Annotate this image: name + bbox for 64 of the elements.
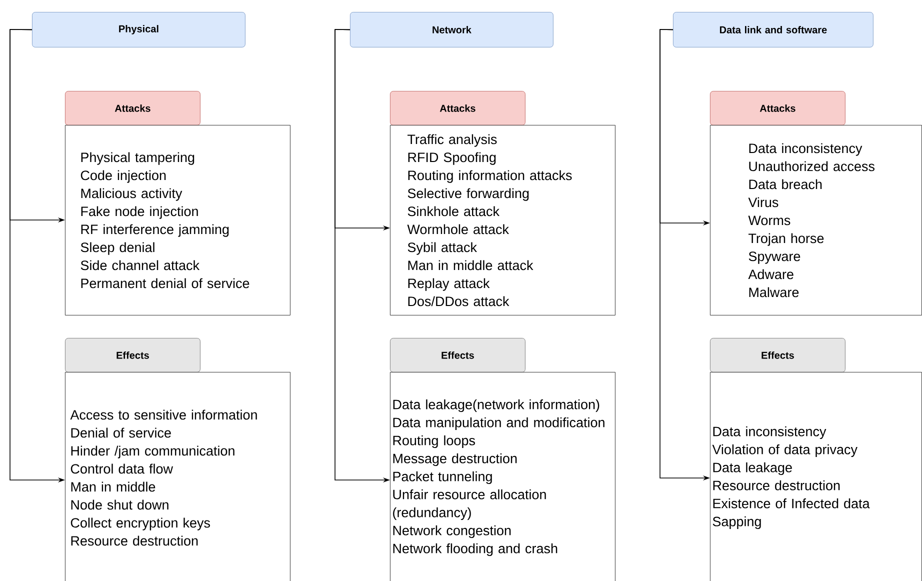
effects-tab: Effects (390, 338, 526, 372)
list-item: Violation of data privacy (712, 444, 858, 457)
list-item: Replay attack (408, 278, 490, 291)
list-item: Wormhole attack (407, 224, 509, 234)
attacks-tab: Attacks (65, 91, 200, 126)
list-item: Malicious activity (81, 188, 182, 201)
list-item: Data breach (749, 179, 822, 190)
list-box (65, 125, 290, 316)
list-item: Worms (748, 216, 790, 226)
list-item: Routing information attacks (408, 170, 572, 183)
list-item: Collect encryption keys (70, 518, 210, 530)
effects-tab: Effects (710, 338, 846, 372)
list-item: Unauthorized access (749, 161, 874, 172)
list-item: Dos/DDos attack (408, 296, 510, 306)
list-item: Sleep denial (80, 242, 154, 255)
effects-tab: Effects (65, 338, 200, 372)
list-box (65, 372, 290, 581)
list-box (390, 372, 616, 581)
list-item: Sapping (712, 516, 761, 529)
list-item: Sybil attack (408, 242, 477, 255)
list-item: Data inconsistency (749, 143, 862, 156)
list-item: Fake node injection (81, 206, 198, 219)
list-box (390, 125, 616, 316)
list-item: Man in middle (71, 482, 156, 492)
list-item: Adware (748, 269, 794, 280)
list-item: Existence of Infected data (713, 498, 870, 508)
list-item: Traffic analysis (408, 134, 497, 147)
list-item: Network congestion (393, 525, 511, 538)
list-box (710, 372, 922, 581)
list-item: Network flooding and crash (393, 543, 558, 556)
list-item: Unfair resource allocation (redundancy) (393, 489, 546, 520)
list-item: Spyware (748, 252, 800, 264)
list-item: Data leakage(network information) (393, 399, 600, 412)
list-item: Code injection (80, 170, 166, 183)
list-item: Denial of service (71, 428, 171, 438)
attacks-tab: Attacks (710, 91, 846, 126)
list-item: Permanent denial of service (81, 278, 250, 288)
list-item: Selective forwarding (408, 188, 529, 201)
header-box: Data link and software (673, 12, 874, 48)
list-item: Data inconsistency (713, 426, 826, 439)
list-item: Malware (749, 287, 799, 298)
list-item: Virus (748, 197, 778, 208)
attacks-tab: Attacks (390, 91, 526, 126)
list-item: RF interference jamming (81, 224, 229, 237)
list-item: Data manipulation and modification (393, 417, 604, 430)
list-item: Data leakage (713, 462, 792, 475)
list-item: Resource destruction (713, 480, 840, 490)
list-item: Trojan horse (748, 233, 824, 246)
header-box: Physical (32, 12, 246, 48)
list-item: Packet tunneling (393, 471, 492, 484)
list-item: Control data flow (70, 464, 174, 474)
list-item: Message destruction (393, 453, 517, 466)
header-box: Network (350, 12, 554, 48)
list-box (710, 125, 922, 316)
list-item: RFID Spoofing (408, 152, 496, 165)
list-item: Side channel attack (80, 260, 200, 270)
list-item: Man in middle attack (408, 260, 534, 270)
list-item: Routing loops (393, 435, 475, 448)
list-item: Sinkhole attack (408, 206, 500, 216)
list-item: Resource destruction (71, 536, 198, 546)
list-item: Access to sensitive information (70, 410, 257, 420)
list-item: Physical tampering (81, 152, 194, 165)
list-item: Node shut down (71, 500, 168, 510)
list-item: Hinder /jam communication (71, 446, 234, 458)
